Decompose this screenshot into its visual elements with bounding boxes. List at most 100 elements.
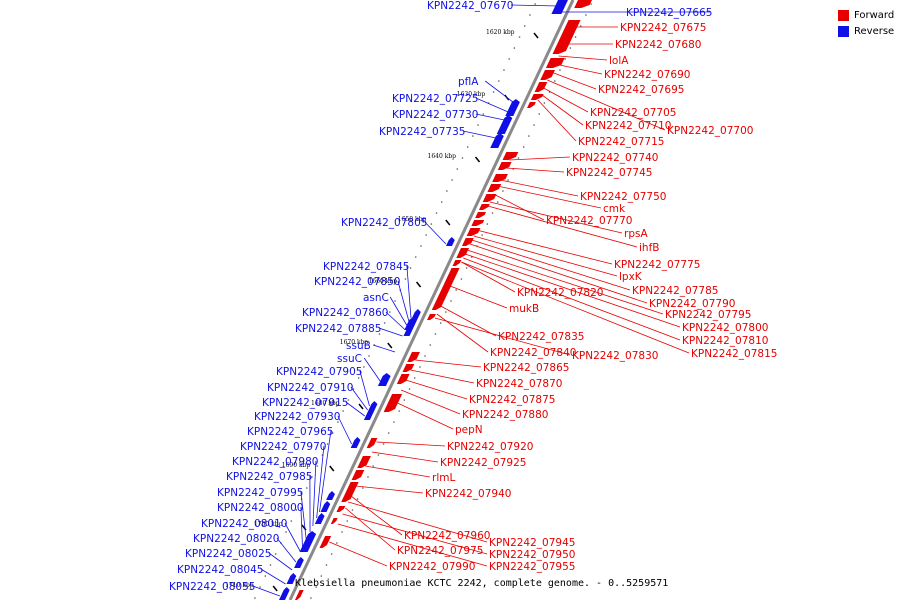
- track-dot: [472, 135, 474, 137]
- gene-label: KPN2242_07865: [483, 362, 569, 374]
- gene-leader-line: [554, 63, 603, 75]
- gene-leader-line: [359, 370, 370, 407]
- gene-label: KPN2242_07800: [682, 322, 768, 334]
- forward-gene-feature: [552, 20, 581, 54]
- track-dot: [538, 113, 541, 115]
- kbp-tick-label: 1630 kbp: [457, 91, 486, 98]
- reverse-gene-feature: [505, 99, 520, 116]
- track-dot: [503, 69, 505, 71]
- gene-leader-line: [510, 4, 559, 7]
- genome-backbone: [288, 0, 575, 600]
- track-dot: [528, 135, 530, 137]
- gene-leader-line: [345, 507, 396, 551]
- gene-leader-line: [558, 55, 608, 61]
- gene-label: KPN2242_07940: [425, 488, 511, 500]
- gene-label: lolA: [609, 55, 629, 67]
- track-dot: [477, 124, 479, 126]
- gene-label: KPN2242_07875: [469, 394, 555, 406]
- gene-leader-line: [415, 359, 482, 368]
- kbp-tick-label: 1680 kbp: [311, 400, 340, 407]
- track-dot: [306, 487, 308, 489]
- track-dot: [564, 58, 566, 60]
- reverse-gene-feature: [496, 115, 513, 134]
- track-dot: [408, 388, 411, 390]
- reverse-gene-feature: [403, 327, 413, 336]
- gene-label: KPN2242_07920: [447, 441, 533, 453]
- gene-leader-line: [316, 445, 325, 519]
- track-dot: [337, 421, 339, 423]
- track-dot: [357, 377, 360, 379]
- forward-gene-feature: [492, 174, 508, 182]
- gene-label: KPN2242_07965: [247, 426, 333, 438]
- track-dot: [326, 443, 329, 445]
- gene-label: KPN2242_07980: [232, 456, 318, 468]
- kbp-tick-mark: [358, 403, 364, 410]
- track-dot: [434, 333, 437, 335]
- gene-leader-line: [540, 93, 584, 126]
- track-dot: [529, 14, 531, 16]
- gene-label: KPN2242_07880: [462, 409, 548, 421]
- reverse-gene-feature: [377, 373, 391, 386]
- track-dot: [382, 443, 385, 445]
- track-dot: [389, 311, 391, 313]
- track-dot: [330, 553, 333, 555]
- track-dot: [331, 432, 334, 434]
- gene-labels: KPN2242_07670KPN2242_07665KPN2242_07675K…: [169, 0, 777, 593]
- gene-leader-line: [348, 501, 488, 543]
- gene-leader-line: [365, 465, 431, 478]
- gene-label: KPN2242_07710: [585, 120, 671, 132]
- gene-label: KPN2242_07700: [667, 125, 753, 137]
- gene-leader-line: [550, 71, 597, 90]
- reverse-gene-feature: [367, 401, 378, 412]
- gene-label: KPN2242_07820: [517, 287, 603, 299]
- gene-leader-line: [434, 317, 571, 356]
- gene-leader-line: [487, 205, 638, 248]
- track-dot: [310, 597, 312, 599]
- gene-leader-line: [355, 485, 424, 494]
- reverse-gene-feature: [490, 133, 504, 148]
- gene-label: pflA: [458, 76, 479, 88]
- gene-leader-line: [252, 585, 281, 597]
- track-dot: [533, 124, 535, 126]
- forward-gene-feature: [502, 152, 519, 160]
- track-dot: [492, 91, 495, 93]
- reverse-gene-feature: [404, 317, 418, 330]
- kbp-tick-mark: [445, 219, 451, 226]
- track-dot: [409, 267, 412, 269]
- track-dot: [440, 201, 443, 203]
- gene-label: KPN2242_07675: [620, 22, 706, 34]
- gene-leader-line: [395, 401, 454, 430]
- gene-label: KPN2242_07835: [498, 331, 584, 343]
- gene-leader-line: [543, 87, 589, 113]
- gene-label: ihfB: [639, 242, 659, 254]
- gene-leader-line: [465, 253, 681, 328]
- reverse-gene-feature: [294, 557, 304, 568]
- reverse-gene-feature: [314, 513, 325, 524]
- forward-gene-feature: [530, 94, 544, 100]
- gene-label: KPN2242_07770: [546, 215, 632, 227]
- forward-gene-feature: [456, 248, 470, 258]
- track-dot: [429, 344, 432, 346]
- track-dot: [491, 212, 494, 214]
- track-dot: [585, 14, 587, 16]
- forward-gene-feature: [383, 394, 403, 412]
- track-dot: [368, 355, 370, 357]
- forward-gene-feature: [527, 102, 536, 108]
- track-dot: [460, 278, 463, 280]
- reverse-gene-feature: [326, 491, 335, 500]
- gene-leader-line: [406, 265, 412, 319]
- reverse-gene-feature: [445, 237, 455, 246]
- track-dot: [523, 25, 526, 27]
- gene-label: KPN2242_07960: [404, 530, 490, 542]
- track-dot: [377, 454, 380, 456]
- kbp-tick-mark: [533, 32, 539, 39]
- gene-label: KPN2242_07915: [262, 397, 348, 409]
- gene-leader-line: [497, 185, 602, 209]
- track-dot: [404, 278, 407, 280]
- legend: Forward Reverse: [838, 8, 894, 40]
- kbp-tick-mark: [387, 342, 393, 349]
- track-dot: [455, 289, 458, 291]
- forward-gene-feature: [351, 470, 365, 480]
- gene-leader-line: [405, 379, 468, 400]
- gene-label: KPN2242_07885: [295, 323, 381, 335]
